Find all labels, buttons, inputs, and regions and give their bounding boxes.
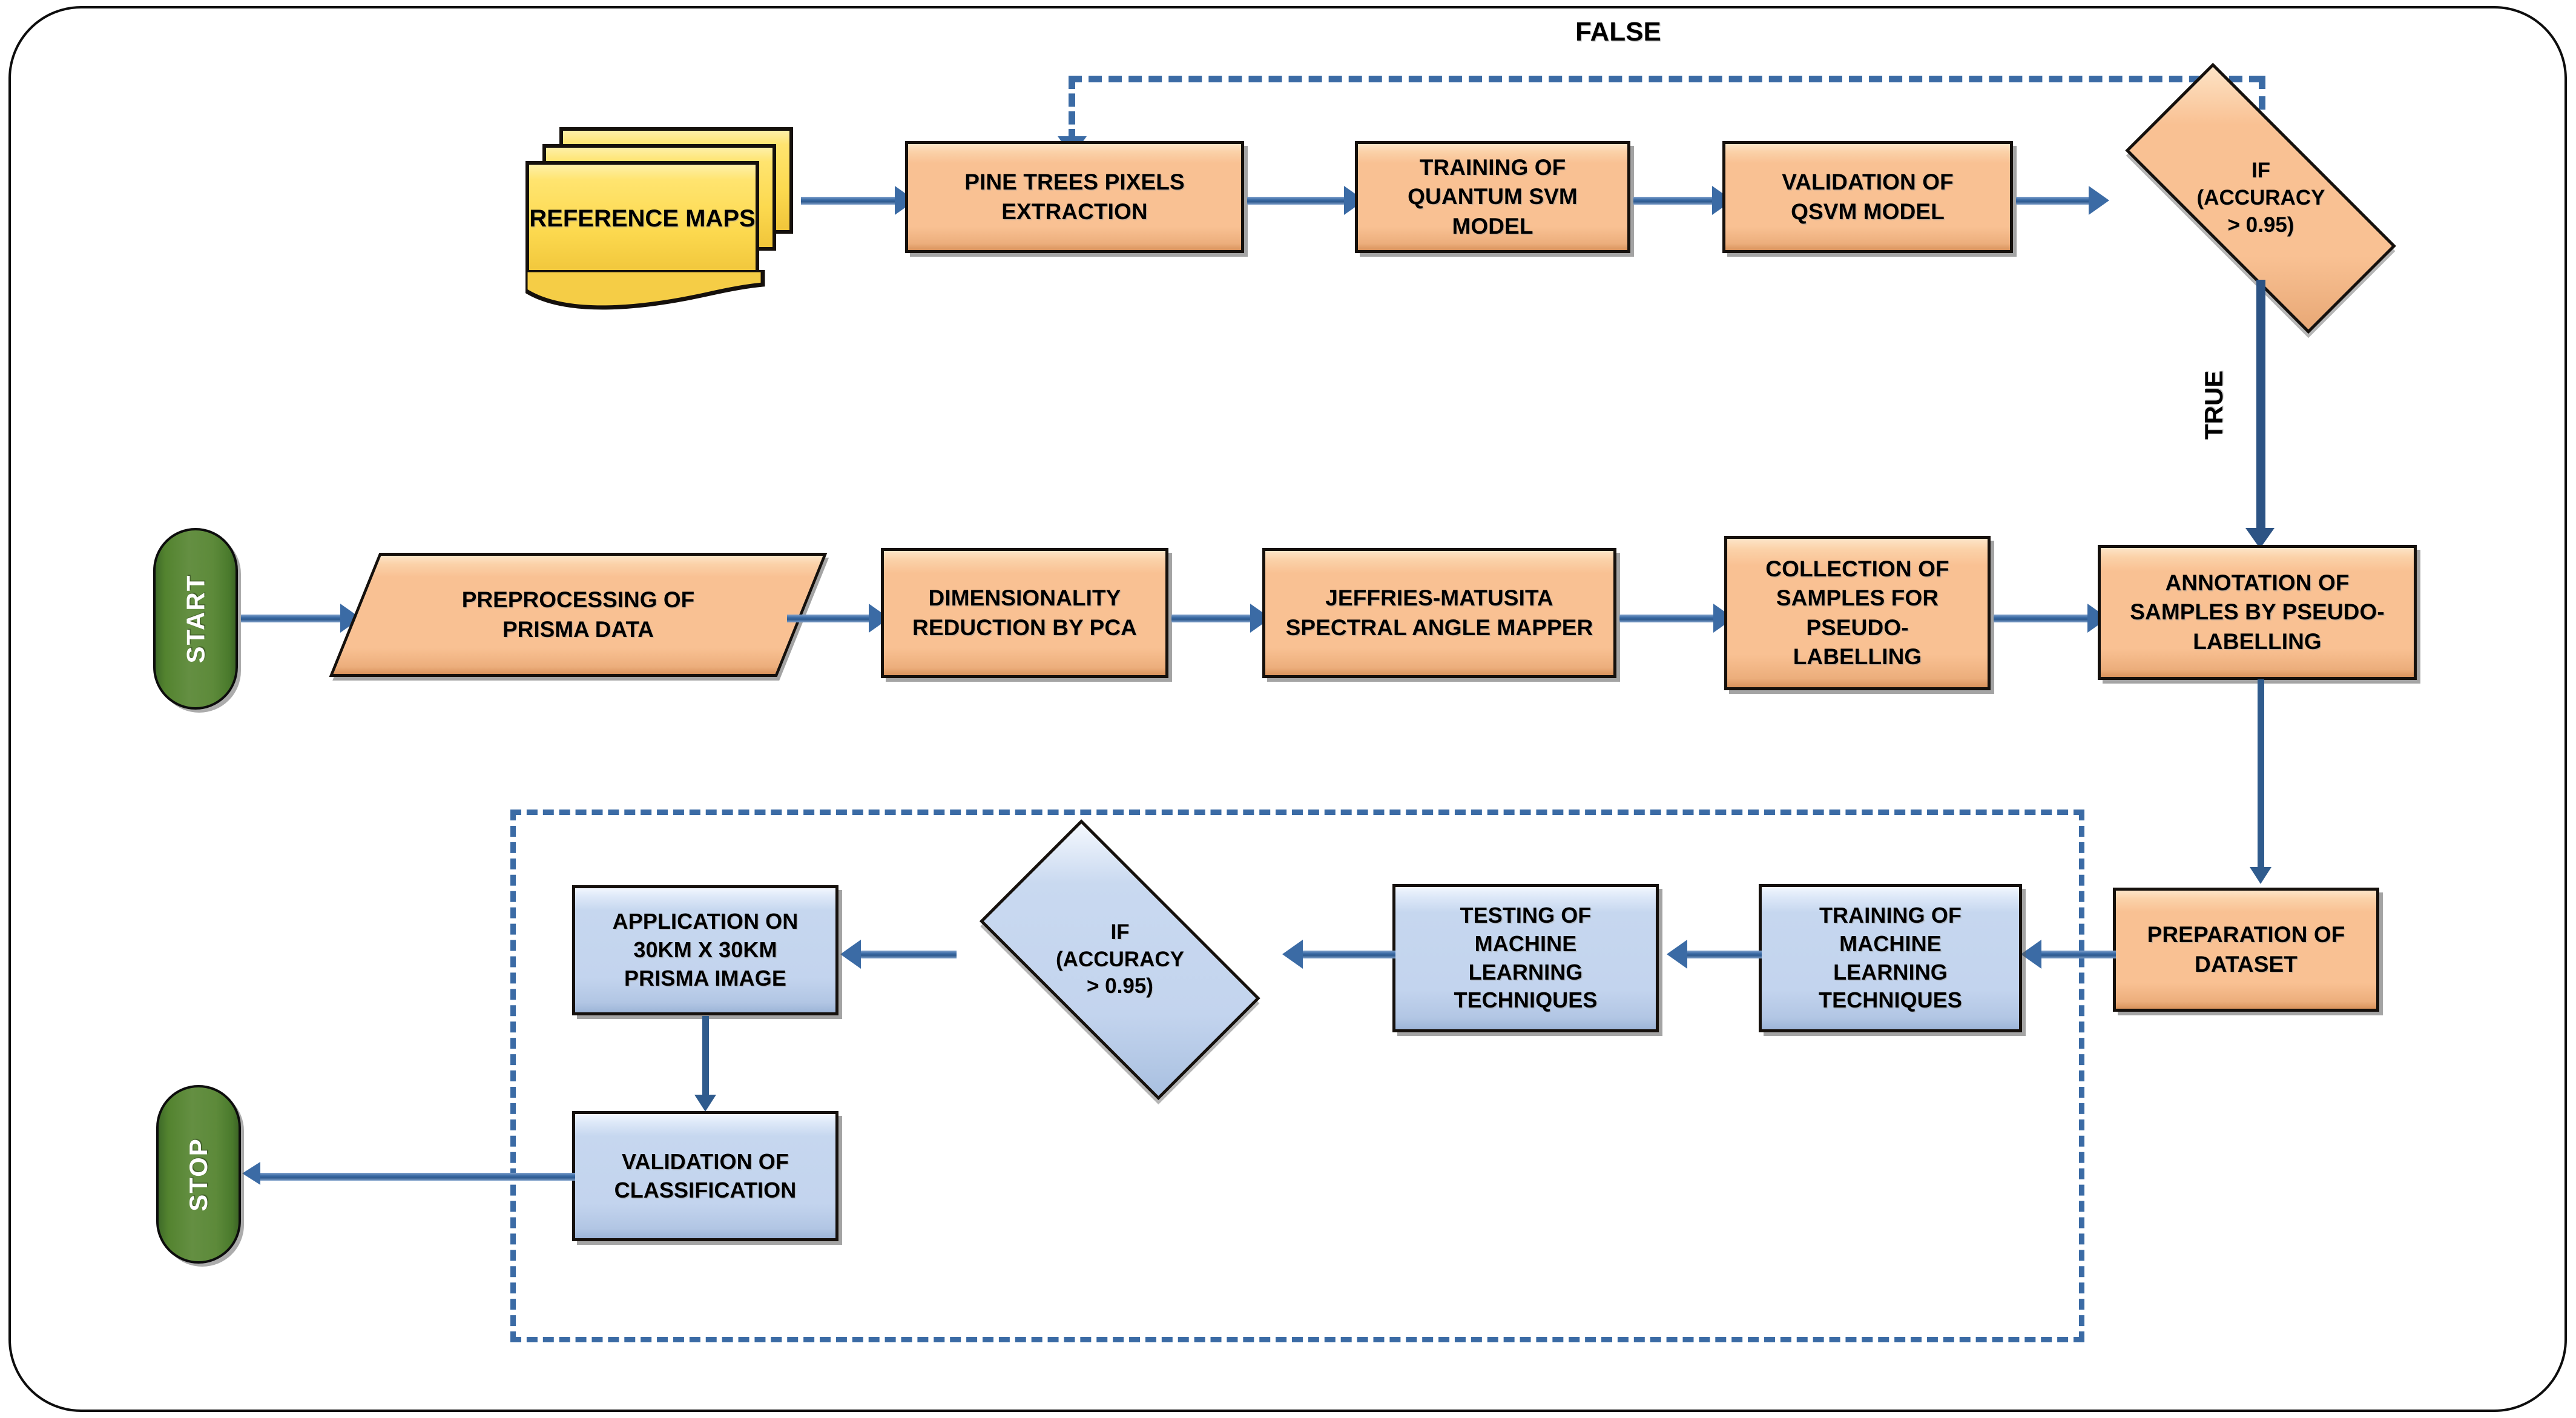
decision-ml-accuracy[interactable]: IF (ACCURACY > 0.95)	[944, 819, 1296, 1100]
connector-jeffries-to-collection	[1619, 615, 1716, 622]
connector-training-to-validation	[1633, 197, 1715, 205]
arrowhead-decision-to-application	[840, 940, 861, 969]
document-wave-bottom	[525, 270, 765, 310]
node-training-quantum-svm-model[interactable]: TRAINING OF QUANTUM SVM MODEL	[1355, 141, 1630, 253]
terminator-start[interactable]: START	[153, 528, 238, 710]
connector-pca-to-jeffries	[1171, 615, 1253, 622]
connector-validation-to-stop	[260, 1173, 575, 1181]
node-label: APPLICATION ON 30KM X 30KM PRISMA IMAGE	[612, 909, 799, 991]
node-preprocessing-prisma-data[interactable]: PREPROCESSING OF PRISMA DATA	[329, 553, 828, 677]
arrowhead-annotation-to-preparation	[2250, 867, 2271, 884]
false-path-horizontal	[1069, 76, 2262, 82]
arrowhead-application-to-validation	[694, 1095, 716, 1112]
node-validation-qsvm-model[interactable]: VALIDATION OF QSVM MODEL	[1722, 141, 2013, 253]
node-label: VALIDATION OF CLASSIFICATION	[614, 1149, 797, 1202]
connector-preparation-to-training-ml	[2040, 951, 2116, 958]
node-collection-samples-pseudo-labelling[interactable]: COLLECTION OF SAMPLES FOR PSEUDO- LABELL…	[1724, 536, 1991, 690]
connector-start-to-preprocessing	[241, 615, 344, 622]
arrowhead-training-to-testing-ml	[1667, 940, 1687, 969]
connector-testing-to-decision-ml	[1302, 951, 1395, 958]
node-label: DIMENSIONALITY REDUCTION BY PCA	[912, 585, 1137, 640]
node-label: PINE TREES PIXELS EXTRACTION	[964, 170, 1185, 224]
arrowhead-testing-to-decision-ml	[1282, 940, 1303, 969]
node-application-prisma-image[interactable]: APPLICATION ON 30KM X 30KM PRISMA IMAGE	[572, 885, 838, 1015]
node-validation-of-classification[interactable]: VALIDATION OF CLASSIFICATION	[572, 1111, 838, 1241]
false-path-right-vertical	[2259, 76, 2265, 130]
false-path-left-vertical	[1069, 76, 1075, 142]
document-sheet-front	[525, 161, 759, 276]
diagram-outer-frame	[8, 6, 2567, 1412]
connector-collection-to-annotation	[1994, 615, 2090, 622]
connector-refmaps-to-pine	[801, 197, 898, 205]
connector-decision-to-application	[860, 951, 957, 958]
node-label: TRAINING OF MACHINE LEARNING TECHNIQUES	[1818, 902, 1963, 1013]
terminator-label: STOP	[184, 1137, 212, 1212]
node-jeffries-matusita-spectral-angle-mapper[interactable]: JEFFRIES-MATUSITA SPECTRAL ANGLE MAPPER	[1262, 548, 1616, 678]
node-annotation-samples-pseudo-labelling[interactable]: ANNOTATION OF SAMPLES BY PSEUDO- LABELLI…	[2098, 545, 2417, 680]
node-label: JEFFRIES-MATUSITA SPECTRAL ANGLE MAPPER	[1285, 585, 1593, 640]
node-label: IF (ACCURACY > 0.95)	[1056, 920, 1184, 998]
arrowhead-validation-to-decision	[2089, 186, 2109, 215]
arrowhead-validation-to-stop	[242, 1162, 260, 1185]
connector-annotation-to-preparation	[2258, 679, 2264, 873]
ml-subprocess-dashed-group	[510, 810, 2084, 1342]
node-testing-machine-learning-techniques[interactable]: TESTING OF MACHINE LEARNING TECHNIQUES	[1392, 884, 1659, 1032]
arrowhead-preparation-to-training-ml	[2021, 940, 2041, 969]
connector-training-to-testing-ml	[1686, 951, 1762, 958]
terminator-stop[interactable]: STOP	[156, 1085, 241, 1264]
reference-maps-document: REFERENCE MAPS	[525, 127, 798, 315]
connector-preprocessing-to-pca	[787, 615, 872, 622]
connector-true-vertical	[2256, 280, 2265, 540]
node-label: IF (ACCURACY > 0.95)	[2196, 159, 2325, 237]
branch-label-true: TRUE	[2199, 370, 2228, 440]
node-pine-trees-pixels-extraction[interactable]: PINE TREES PIXELS EXTRACTION	[905, 141, 1244, 253]
node-label: COLLECTION OF SAMPLES FOR PSEUDO- LABELL…	[1765, 556, 1949, 669]
node-label: PREPARATION OF DATASET	[2147, 922, 2345, 977]
connector-pine-to-training	[1247, 197, 1347, 205]
connector-application-to-validation	[702, 1016, 709, 1101]
node-label: TRAINING OF QUANTUM SVM MODEL	[1408, 155, 1578, 239]
node-label: VALIDATION OF QSVM MODEL	[1782, 170, 1954, 224]
node-label: PREPROCESSING OF PRISMA DATA	[461, 587, 695, 642]
branch-label-false: FALSE	[1575, 17, 1661, 47]
connector-validation-to-decision	[2016, 197, 2095, 205]
node-label: ANNOTATION OF SAMPLES BY PSEUDO- LABELLI…	[2130, 570, 2385, 654]
reference-maps-label: REFERENCE MAPS	[529, 205, 756, 232]
node-label: TESTING OF MACHINE LEARNING TECHNIQUES	[1454, 902, 1598, 1013]
terminator-label: START	[181, 574, 209, 664]
node-dimensionality-reduction-pca[interactable]: DIMENSIONALITY REDUCTION BY PCA	[881, 548, 1168, 678]
node-preparation-of-dataset[interactable]: PREPARATION OF DATASET	[2113, 888, 2379, 1012]
decision-qsvm-accuracy[interactable]: IF (ACCURACY > 0.95)	[2081, 62, 2441, 334]
node-training-machine-learning-techniques[interactable]: TRAINING OF MACHINE LEARNING TECHNIQUES	[1759, 884, 2022, 1032]
